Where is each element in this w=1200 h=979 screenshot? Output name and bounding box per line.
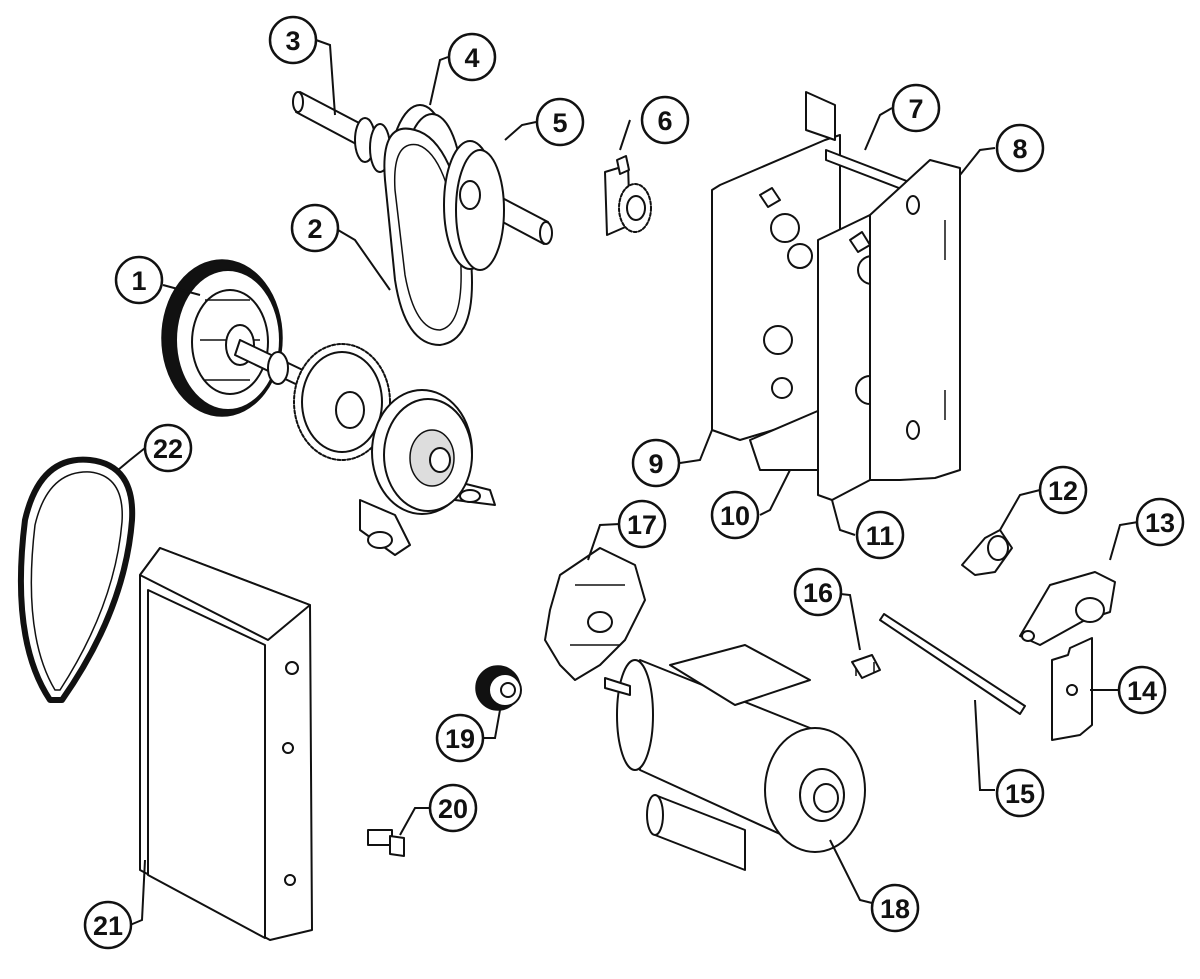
callout-label-15: 15 — [1005, 779, 1035, 809]
part-12-bracket — [961, 529, 1013, 576]
callout-15: 15 — [995, 768, 1045, 818]
callout-label-20: 20 — [438, 794, 468, 824]
callout-22: 22 — [143, 423, 193, 473]
callout-19: 19 — [435, 713, 485, 763]
leader-lines — [117, 39, 1139, 926]
callout-20: 20 — [428, 783, 478, 833]
part-19-bearing — [475, 665, 522, 711]
callout-9: 9 — [631, 438, 681, 488]
callout-14: 14 — [1117, 665, 1167, 715]
part-18-motor — [604, 644, 866, 871]
callout-16: 16 — [793, 567, 843, 617]
callout-label-9: 9 — [648, 449, 663, 479]
callout-7: 7 — [891, 83, 941, 133]
callout-label-1: 1 — [131, 266, 146, 296]
callout-1: 1 — [114, 255, 164, 305]
callout-label-11: 11 — [866, 521, 895, 551]
callout-label-6: 6 — [657, 106, 672, 136]
part-pulley-sprocket-assembly — [161, 259, 496, 556]
callout-label-19: 19 — [445, 724, 475, 754]
callout-label-7: 7 — [908, 94, 923, 124]
callout-label-12: 12 — [1048, 476, 1078, 506]
part-17-mount-plate — [544, 547, 646, 681]
callout-11: 11 — [855, 510, 905, 560]
callout-label-8: 8 — [1012, 134, 1027, 164]
callout-label-13: 13 — [1145, 508, 1175, 538]
part-20-connector — [367, 829, 405, 857]
callout-label-21: 21 — [93, 911, 123, 941]
part-16-switch — [851, 654, 881, 679]
callout-label-5: 5 — [552, 108, 567, 138]
callout-label-10: 10 — [720, 501, 750, 531]
callout-5: 5 — [535, 97, 585, 147]
callout-2: 2 — [290, 203, 340, 253]
part-14-arm — [1051, 637, 1093, 741]
callout-13: 13 — [1135, 497, 1185, 547]
callout-10: 10 — [710, 490, 760, 540]
callout-8: 8 — [995, 123, 1045, 173]
part-21-cover — [139, 547, 313, 941]
callout-label-18: 18 — [880, 894, 910, 924]
part-shaft-pulleys — [292, 91, 553, 346]
callout-6: 6 — [640, 95, 690, 145]
callout-label-2: 2 — [307, 214, 322, 244]
part-15-rod — [879, 613, 1026, 715]
callout-12: 12 — [1038, 465, 1088, 515]
callout-label-17: 17 — [627, 510, 657, 540]
part-limit-gear — [604, 155, 652, 236]
callout-17: 17 — [617, 499, 667, 549]
callout-21: 21 — [83, 900, 133, 950]
part-frame-assembly — [711, 91, 961, 501]
callout-label-4: 4 — [464, 43, 479, 73]
part-22-belt — [17, 456, 136, 703]
callout-3: 3 — [268, 15, 318, 65]
callout-label-16: 16 — [803, 578, 833, 608]
part-13-plate — [1019, 571, 1116, 646]
callout-label-3: 3 — [285, 26, 300, 56]
callout-label-14: 14 — [1127, 676, 1157, 706]
callout-4: 4 — [447, 32, 497, 82]
callout-label-22: 22 — [153, 434, 183, 464]
callout-18: 18 — [870, 883, 920, 933]
